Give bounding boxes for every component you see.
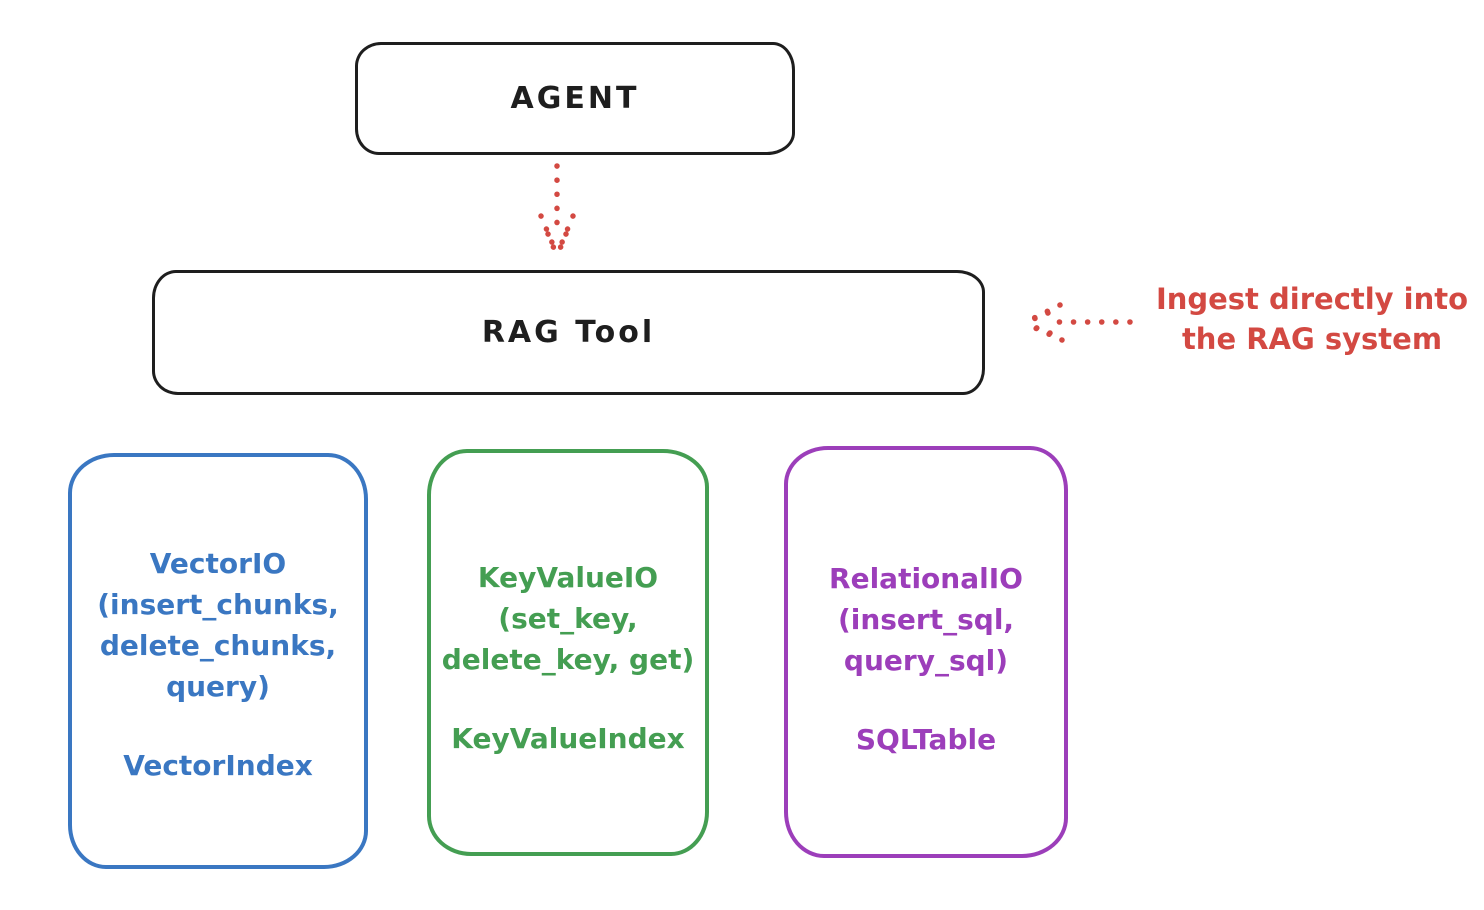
keyvalue-io-methods-line2: delete_key, get) (441, 643, 695, 676)
card-vector-io: VectorIO (insert_chunks, delete_chunks, … (68, 453, 368, 869)
ingest-annotation-line2: the RAG system (1181, 322, 1443, 356)
agent-node: AGENT (355, 42, 795, 155)
agent-to-rag-arrow-icon (538, 163, 576, 259)
ingest-annotation: Ingest directly into the RAG system (1140, 279, 1484, 359)
vector-io-methods-line3: query) (166, 670, 270, 703)
card-keyvalue-io: KeyValueIO (set_key, delete_key, get) Ke… (427, 449, 709, 856)
vector-io-methods-line1: (insert_chunks, (97, 588, 339, 621)
keyvalue-io-methods-line1: (set_key, (498, 602, 638, 635)
keyvalue-io-title: KeyValueIO (477, 561, 659, 594)
vector-io-title: VectorIO (149, 547, 287, 580)
rag-tool-node: RAG Tool (152, 270, 985, 395)
vector-io-index-label: VectorIndex (123, 749, 313, 782)
card-relational-io: RelationalIO (insert_sql, query_sql) SQL… (784, 446, 1068, 858)
rag-tool-node-label: RAG Tool (481, 315, 656, 350)
keyvalue-io-index-label: KeyValueIndex (451, 722, 685, 755)
relational-io-methods-line2: query_sql) (843, 644, 1009, 677)
vector-io-methods-line2: delete_chunks, (99, 629, 337, 662)
relational-io-methods-line1: (insert_sql, (837, 603, 1015, 636)
agent-node-label: AGENT (510, 81, 640, 116)
relational-io-title: RelationalIO (829, 562, 1023, 595)
relational-io-table-label: SQLTable (855, 723, 997, 756)
annotation-to-rag-arrow-icon (1021, 302, 1133, 343)
ingest-annotation-line1: Ingest directly into (1155, 282, 1469, 316)
